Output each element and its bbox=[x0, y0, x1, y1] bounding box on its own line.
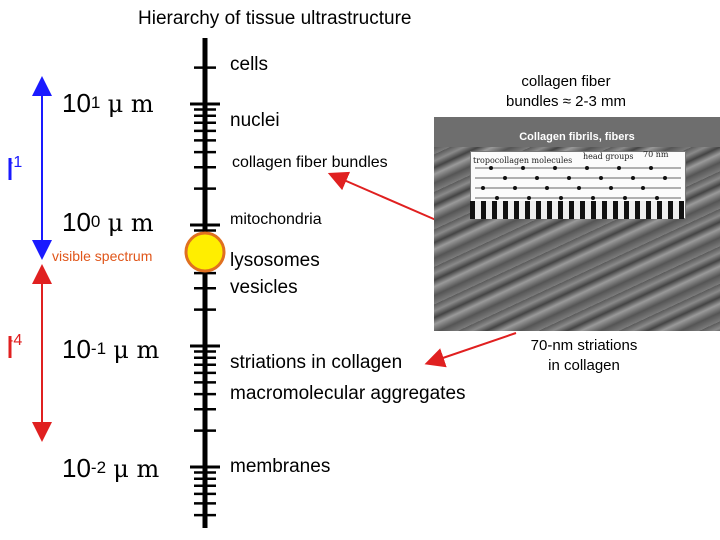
tick-label-10e1: 101 μ m bbox=[62, 88, 154, 118]
label-tropocollagen: tropocollagen molecules bbox=[473, 156, 573, 165]
range-label-red: -4 bbox=[8, 332, 23, 349]
range-label-blue: -1 bbox=[8, 154, 23, 171]
label-lysosomes: lysosomes bbox=[230, 250, 320, 271]
tick-label-10e-1: 10-1 μ m bbox=[62, 334, 160, 364]
label-nuclei: nuclei bbox=[230, 110, 280, 131]
label-macromolecular-aggregates: macromolecular aggregates bbox=[230, 383, 466, 404]
label-collagen-fiber-bundles: collagen fiber bundles bbox=[232, 154, 388, 171]
callout-arrow-bundles bbox=[327, 171, 437, 221]
label-cells: cells bbox=[230, 54, 269, 75]
label-striations: striations in collagen bbox=[230, 352, 403, 373]
label-vesicles: vesicles bbox=[230, 277, 298, 298]
visible-spectrum-label: visible spectrum bbox=[52, 248, 153, 264]
tick-label-10e-2: 10-2 μ m bbox=[62, 453, 160, 483]
banding-strip bbox=[470, 201, 684, 219]
diagram-title: Hierarchy of tissue ultrastructure bbox=[138, 8, 412, 29]
label-membranes: membranes bbox=[230, 456, 331, 477]
label-70nm: 70 nm bbox=[643, 150, 669, 159]
caption-striations: 70-nm striations in collagen bbox=[530, 337, 638, 374]
schematic-lines bbox=[475, 166, 681, 200]
label-mitochondria: mitochondria bbox=[230, 211, 322, 228]
micrograph-header: Collagen fibrils, fibers bbox=[434, 117, 720, 147]
collagen-micrograph: Collagen fibrils, fibers tropocollagen m… bbox=[434, 117, 720, 331]
caption-bundles: collagen fiber bundles ≈ 2-3 mm bbox=[506, 73, 626, 110]
visible-spectrum-marker bbox=[184, 231, 226, 273]
callout-arrow-striations bbox=[424, 332, 517, 368]
tick-label-10e0: 100 μ m bbox=[62, 207, 154, 237]
label-head-groups: head groups bbox=[583, 152, 634, 161]
